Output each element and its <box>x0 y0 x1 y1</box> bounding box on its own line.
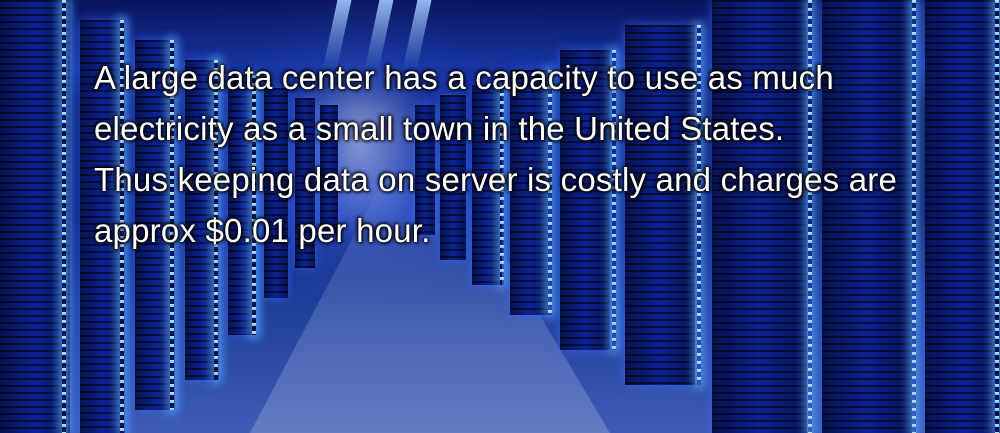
led-strip <box>808 0 812 433</box>
server-rack-left <box>80 20 125 433</box>
server-rack-left <box>135 40 175 410</box>
server-rack-right <box>925 0 1000 433</box>
server-rack-right <box>625 25 695 385</box>
server-rack-right <box>822 0 912 433</box>
led-strip <box>548 70 552 315</box>
server-rack-left <box>228 75 256 335</box>
led-strip <box>252 75 256 335</box>
server-rack-right <box>712 0 807 433</box>
server-rack-left <box>295 98 315 268</box>
caption-line: electricity as a small town in the Unite… <box>94 110 785 147</box>
led-strip <box>500 85 504 285</box>
caption-line: A large data center has a capacity to us… <box>94 59 834 96</box>
server-rack-left <box>0 0 70 433</box>
caption-text: A large data center has a capacity to us… <box>94 52 914 256</box>
led-strip <box>120 20 124 433</box>
server-rack-left <box>185 60 219 380</box>
server-rack-right <box>472 85 502 285</box>
led-strip <box>912 0 916 433</box>
server-rack-right <box>560 50 610 350</box>
led-strip <box>62 0 66 433</box>
caption-line: Thus keeping data on server is costly an… <box>94 161 898 198</box>
caption-line: approx $0.01 per hour. <box>94 212 431 249</box>
led-strip <box>214 60 218 380</box>
led-strip <box>612 50 616 350</box>
led-strip <box>995 0 999 433</box>
server-rack-left <box>264 88 288 298</box>
server-rack-right <box>440 95 466 260</box>
server-rack-left <box>320 105 338 235</box>
server-rack-right <box>510 70 548 315</box>
led-strip <box>697 25 701 385</box>
server-rack-right <box>415 105 435 235</box>
led-strip <box>170 40 174 410</box>
